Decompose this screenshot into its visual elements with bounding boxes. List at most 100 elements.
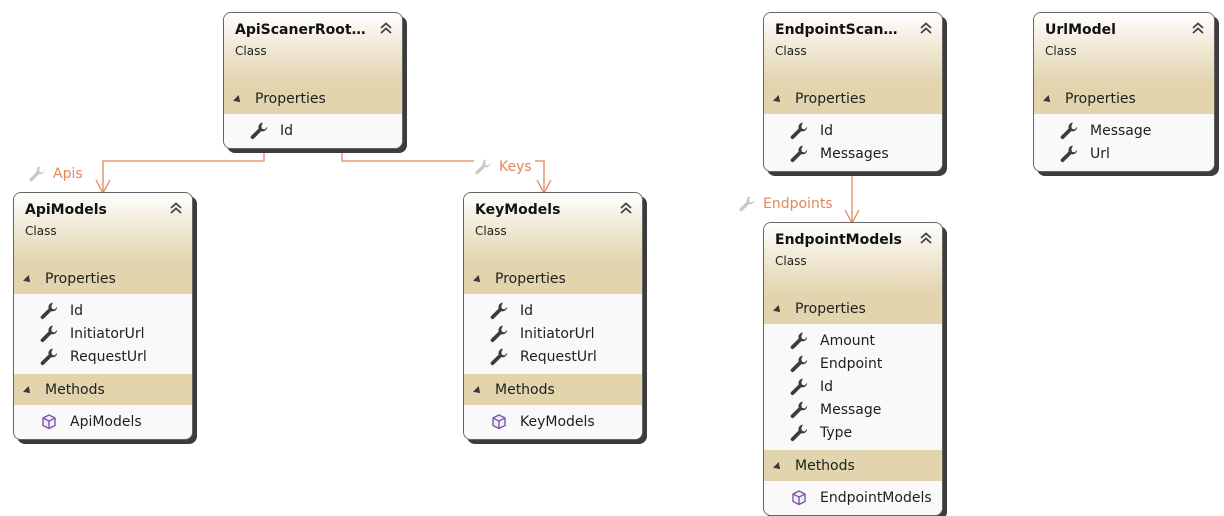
double-chevron-up-icon[interactable] — [619, 201, 633, 215]
class-name: UrlModel — [1045, 22, 1116, 38]
property-name: Url — [1090, 145, 1110, 162]
class-endpoint-models[interactable]: EndpointModels Class Properties Amount E… — [763, 222, 943, 516]
cube-icon — [39, 412, 59, 432]
wrench-icon — [1059, 144, 1079, 164]
double-chevron-up-icon[interactable] — [919, 21, 933, 35]
class-url-model[interactable]: UrlModel Class Properties Message Url — [1033, 12, 1215, 172]
property-item[interactable]: Message — [764, 398, 942, 421]
triangle-icon[interactable] — [773, 304, 783, 315]
property-item[interactable]: Message — [1034, 119, 1214, 142]
property-item[interactable]: Id — [764, 119, 942, 142]
section-header-methods[interactable]: Methods — [14, 374, 192, 405]
property-name: RequestUrl — [70, 348, 147, 365]
property-name: Id — [280, 122, 294, 139]
double-chevron-up-icon[interactable] — [169, 201, 183, 215]
section-header-properties[interactable]: Properties — [224, 83, 402, 114]
class-api-scaner-root[interactable]: ApiScanerRoot... Class Properties Id — [223, 12, 403, 149]
association-label-apis[interactable]: Apis — [28, 165, 86, 183]
property-item[interactable]: Type — [764, 421, 942, 444]
section-header-methods[interactable]: Methods — [764, 450, 942, 481]
property-name: Id — [820, 122, 834, 139]
wrench-icon — [249, 121, 269, 141]
section-header-properties[interactable]: Properties — [1034, 83, 1214, 114]
class-stereotype: Class — [235, 44, 267, 58]
method-item[interactable]: KeyModels — [464, 410, 642, 433]
double-chevron-up-icon[interactable] — [379, 21, 393, 35]
association-label-text: Apis — [53, 166, 83, 182]
wrench-icon — [39, 301, 59, 321]
property-name: InitiatorUrl — [70, 325, 145, 342]
property-name: Id — [820, 378, 834, 395]
association-label-keys[interactable]: Keys — [474, 158, 535, 176]
class-stereotype: Class — [25, 224, 57, 238]
method-name: EndpointModels — [820, 489, 932, 506]
property-item[interactable]: Id — [14, 299, 192, 322]
property-item[interactable]: Messages — [764, 142, 942, 165]
property-name: InitiatorUrl — [520, 325, 595, 342]
property-item[interactable]: Amount — [764, 329, 942, 352]
property-name: Id — [520, 302, 534, 319]
association-label-text: Keys — [499, 159, 532, 175]
class-stereotype: Class — [775, 254, 807, 268]
property-item[interactable]: Url — [1034, 142, 1214, 165]
triangle-icon[interactable] — [773, 94, 783, 105]
property-item[interactable]: Id — [764, 375, 942, 398]
double-chevron-up-icon[interactable] — [919, 231, 933, 245]
property-item[interactable]: RequestUrl — [464, 345, 642, 368]
class-header[interactable]: EndpointScaner... Class — [764, 13, 942, 83]
property-item[interactable]: InitiatorUrl — [464, 322, 642, 345]
section-header-properties[interactable]: Properties — [764, 293, 942, 324]
property-item[interactable]: InitiatorUrl — [14, 322, 192, 345]
triangle-icon[interactable] — [23, 385, 33, 396]
wrench-icon — [28, 165, 46, 183]
class-header[interactable]: EndpointModels Class — [764, 223, 942, 293]
methods-list: KeyModels — [464, 405, 642, 439]
cube-icon — [789, 488, 809, 508]
property-item[interactable]: Id — [464, 299, 642, 322]
class-key-models[interactable]: KeyModels Class Properties Id InitiatorU… — [463, 192, 643, 440]
connector-apis[interactable] — [102, 145, 265, 193]
triangle-icon[interactable] — [473, 274, 483, 285]
properties-list: Message Url — [1034, 114, 1214, 171]
wrench-icon — [489, 347, 509, 367]
method-name: ApiModels — [70, 413, 142, 430]
triangle-icon[interactable] — [473, 385, 483, 396]
double-chevron-up-icon[interactable] — [1191, 21, 1205, 35]
method-item[interactable]: ApiModels — [14, 410, 192, 433]
property-item[interactable]: Endpoint — [764, 352, 942, 375]
connector-keys[interactable] — [341, 145, 545, 193]
class-stereotype: Class — [1045, 44, 1077, 58]
section-header-properties[interactable]: Properties — [764, 83, 942, 114]
property-name: Type — [820, 424, 853, 441]
association-label-endpoints[interactable]: Endpoints — [738, 195, 836, 213]
class-stereotype: Class — [775, 44, 807, 58]
section-header-methods[interactable]: Methods — [464, 374, 642, 405]
class-header[interactable]: UrlModel Class — [1034, 13, 1214, 83]
class-header[interactable]: ApiScanerRoot... Class — [224, 13, 402, 83]
wrench-icon — [39, 324, 59, 344]
wrench-icon — [489, 301, 509, 321]
wrench-icon — [1059, 121, 1079, 141]
class-name: EndpointScaner... — [775, 22, 914, 38]
properties-list: Id InitiatorUrl RequestUrl — [14, 294, 192, 374]
properties-list: Id Messages — [764, 114, 942, 171]
property-item[interactable]: RequestUrl — [14, 345, 192, 368]
triangle-icon[interactable] — [1043, 94, 1053, 105]
class-api-models[interactable]: ApiModels Class Properties Id InitiatorU… — [13, 192, 193, 440]
class-endpoint-scaner[interactable]: EndpointScaner... Class Properties Id Me… — [763, 12, 943, 172]
section-header-properties[interactable]: Properties — [14, 263, 192, 294]
property-name: Messages — [820, 145, 889, 162]
property-item[interactable]: Id — [224, 119, 402, 142]
properties-list: Id InitiatorUrl RequestUrl — [464, 294, 642, 374]
class-name: ApiModels — [25, 202, 107, 218]
section-header-properties[interactable]: Properties — [464, 263, 642, 294]
method-item[interactable]: EndpointModels — [764, 486, 942, 509]
method-name: KeyModels — [520, 413, 595, 430]
class-header[interactable]: KeyModels Class — [464, 193, 642, 263]
cube-icon — [489, 412, 509, 432]
class-name: ApiScanerRoot... — [235, 22, 368, 38]
class-header[interactable]: ApiModels Class — [14, 193, 192, 263]
triangle-icon[interactable] — [773, 461, 783, 472]
triangle-icon[interactable] — [23, 274, 33, 285]
triangle-icon[interactable] — [233, 94, 243, 105]
